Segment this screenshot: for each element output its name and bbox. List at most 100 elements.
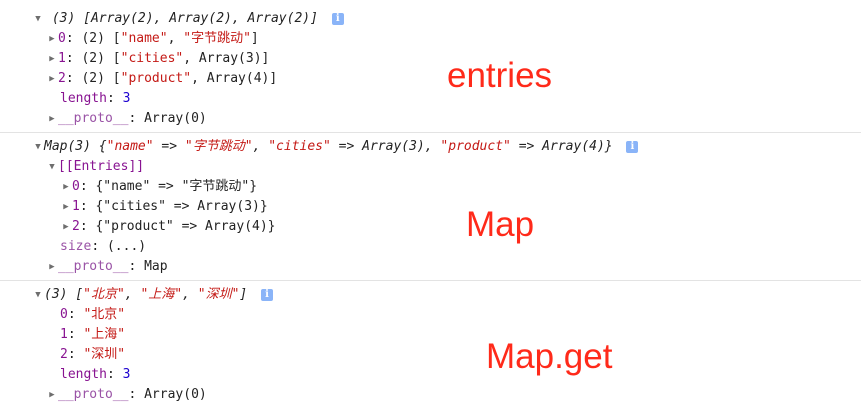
triangle-right-icon[interactable]: ▶ — [63, 182, 69, 192]
mapget-length-row: length: 3 — [60, 365, 130, 385]
item-sep: , — [167, 31, 184, 46]
item-string: "name" — [120, 31, 168, 46]
map-header-text: Map(3) {"name" => "字节跳动", "cities" => Ar… — [44, 139, 613, 154]
close-bracket: ] — [239, 287, 248, 302]
triangle-down-icon[interactable]: ▼ — [35, 14, 41, 24]
map-header-arrow: => — [153, 139, 185, 154]
item-value: "上海" — [83, 327, 126, 342]
item-prefix: : (2) [ — [65, 31, 121, 46]
entry-text: : {"product" => Array(4)} — [79, 219, 276, 234]
triangle-right-icon[interactable]: ▶ — [49, 262, 55, 272]
triangle-right-icon[interactable]: ▶ — [49, 114, 55, 124]
triangle-right-icon[interactable]: ▶ — [49, 390, 55, 400]
entries-proto-row[interactable]: ▶__proto__: Array(0) — [46, 109, 206, 129]
mapget-header-row[interactable]: ▼(3) ["北京", "上海", "深圳"] i — [32, 285, 274, 305]
item-key: 2 — [58, 71, 66, 86]
console-group-mapget: ▼(3) ["北京", "上海", "深圳"] i 0: "北京" 1: "上海… — [0, 280, 861, 409]
item-key: 0 — [60, 307, 68, 322]
map-header-end: => Array(4)} — [510, 139, 613, 154]
item-suffix: , Array(4)] — [191, 71, 278, 86]
entry-text: : {"cities" => Array(3)} — [79, 199, 268, 214]
proto-value: Array(0) — [144, 387, 207, 402]
colon: : — [106, 91, 123, 106]
item-string: "字节跳动" — [183, 31, 251, 46]
annotation-map: Map — [466, 205, 535, 244]
mapget-header-text: (3) ["北京", "上海", "深圳"] — [44, 287, 247, 302]
item-key: 1 — [60, 327, 68, 342]
info-icon[interactable]: i — [331, 13, 344, 25]
annotation-entries: entries — [447, 56, 553, 95]
info-icon[interactable]: i — [261, 289, 274, 301]
item-suffix: , Array(3)] — [183, 51, 270, 66]
map-header-mid: => Array(3), — [330, 139, 441, 154]
map-header-string: "name" — [106, 139, 154, 154]
length-key: length — [60, 367, 107, 382]
triangle-down-icon[interactable]: ▼ — [35, 142, 41, 152]
mapget-item-2: 2: "深圳" — [60, 345, 125, 365]
entries-item-2[interactable]: ▶2: (2) ["product", Array(4)] — [46, 69, 277, 89]
map-size-row[interactable]: size: (...) — [60, 237, 146, 257]
size-value[interactable]: : (...) — [91, 239, 147, 254]
proto-key: __proto__ — [58, 111, 129, 126]
entries-item-0[interactable]: ▶0: (2) ["name", "字节跳动"] — [46, 29, 259, 49]
proto-value: Map — [144, 259, 168, 274]
item-key: 0 — [58, 31, 66, 46]
map-entries-row[interactable]: ▼[[Entries]] — [46, 157, 144, 177]
proto-key: __proto__ — [58, 387, 129, 402]
triangle-right-icon[interactable]: ▶ — [63, 222, 69, 232]
sep: , — [124, 287, 141, 302]
colon: : — [128, 111, 145, 126]
triangle-right-icon[interactable]: ▶ — [49, 54, 55, 64]
entries-length-row: length: 3 — [60, 89, 130, 109]
map-entry-2[interactable]: ▶2: {"product" => Array(4)} — [60, 217, 276, 237]
entry-text: : {"name" => "字节跳动"} — [79, 179, 258, 194]
map-proto-row[interactable]: ▶__proto__: Map — [46, 257, 168, 277]
item-string: "cities" — [120, 51, 184, 66]
item-value: "北京" — [83, 307, 126, 322]
triangle-right-icon[interactable]: ▶ — [49, 74, 55, 84]
console-group-map: ▼Map(3) {"name" => "字节跳动", "cities" => A… — [0, 132, 861, 280]
map-header-string: "product" — [440, 139, 511, 154]
item-key: 1 — [58, 51, 66, 66]
console-group-entries: ▼ (3) [Array(2), Array(2), Array(2)] i ▶… — [0, 0, 861, 131]
colon: : — [67, 347, 84, 362]
length-key: length — [60, 91, 107, 106]
item-value: "深圳" — [83, 347, 126, 362]
mapget-header-string: "上海" — [140, 287, 183, 302]
colon: : — [128, 387, 145, 402]
proto-key: __proto__ — [58, 259, 129, 274]
map-entry-1[interactable]: ▶1: {"cities" => Array(3)} — [60, 197, 268, 217]
mapget-proto-row[interactable]: ▶__proto__: Array(0) — [46, 385, 207, 405]
colon: : — [67, 327, 84, 342]
mapget-header-string: "深圳" — [197, 287, 240, 302]
length-value: 3 — [122, 367, 131, 382]
triangle-down-icon[interactable]: ▼ — [35, 290, 41, 300]
triangle-right-icon[interactable]: ▶ — [49, 34, 55, 44]
entry-key: 0 — [72, 179, 80, 194]
entry-key: 2 — [72, 219, 80, 234]
map-header-prefix: Map(3) { — [44, 139, 107, 154]
mapget-item-1: 1: "上海" — [60, 325, 125, 345]
item-key: 2 — [60, 347, 68, 362]
item-prefix: : (2) [ — [65, 51, 121, 66]
colon: : — [128, 259, 145, 274]
annotation-mapget: Map.get — [486, 337, 613, 376]
colon: : — [106, 367, 123, 382]
colon: : — [67, 307, 84, 322]
mapget-item-0: 0: "北京" — [60, 305, 125, 325]
map-header-string: "cities" — [268, 139, 331, 154]
entries-item-1[interactable]: ▶1: (2) ["cities", Array(3)] — [46, 49, 269, 69]
map-header-sep: , — [252, 139, 269, 154]
triangle-down-icon[interactable]: ▼ — [49, 162, 55, 172]
map-entry-0[interactable]: ▶0: {"name" => "字节跳动"} — [60, 177, 257, 197]
triangle-right-icon[interactable]: ▶ — [63, 202, 69, 212]
info-icon[interactable]: i — [626, 141, 639, 153]
length-value: 3 — [122, 91, 131, 106]
size-key: size — [60, 239, 92, 254]
item-suffix: ] — [250, 31, 259, 46]
item-string: "product" — [120, 71, 192, 86]
entries-label: [[Entries]] — [58, 159, 145, 174]
entries-header-row[interactable]: ▼ (3) [Array(2), Array(2), Array(2)] i — [32, 9, 344, 29]
map-header-row[interactable]: ▼Map(3) {"name" => "字节跳动", "cities" => A… — [32, 137, 639, 157]
sep: , — [182, 287, 198, 302]
